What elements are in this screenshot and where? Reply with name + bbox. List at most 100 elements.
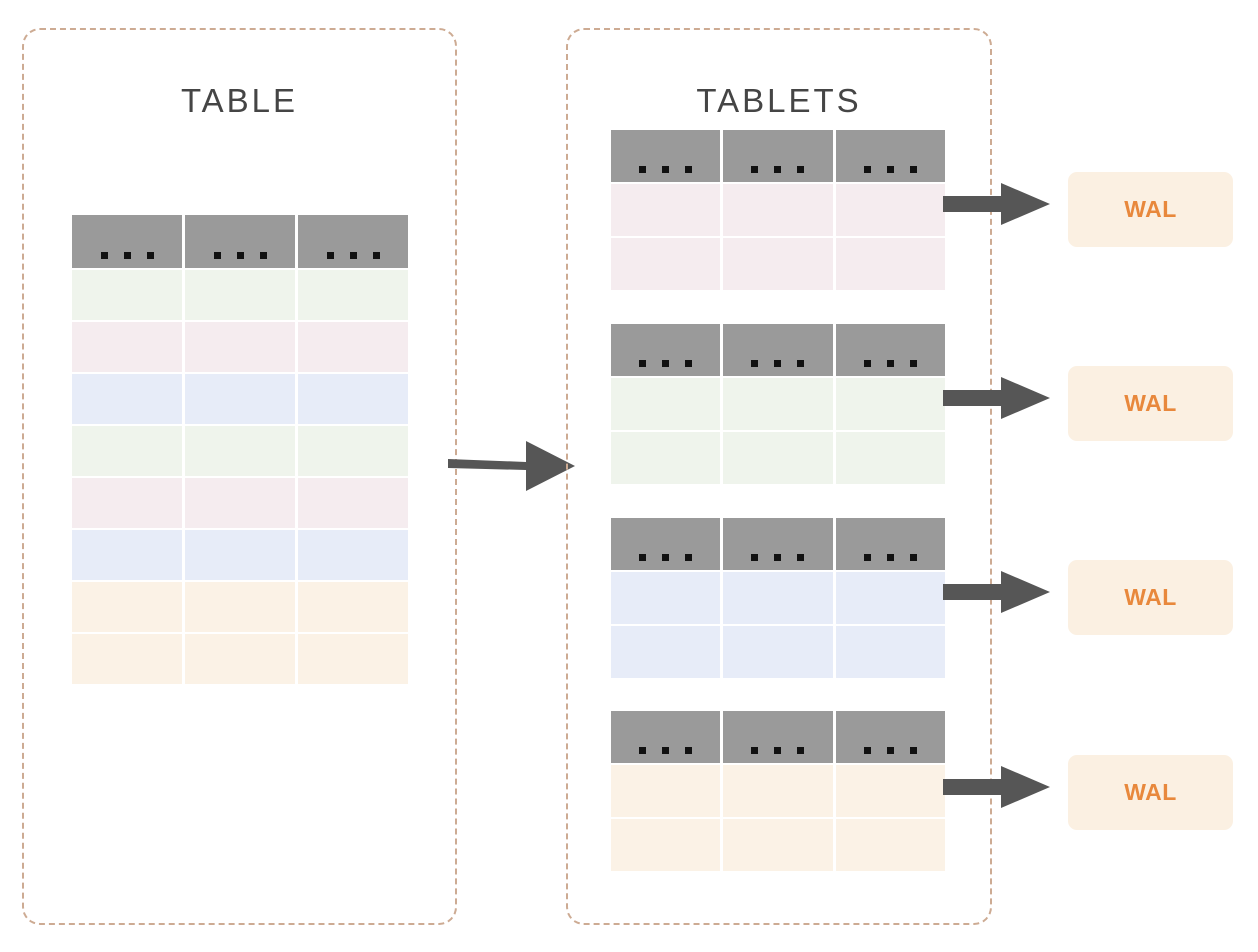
table-cell [611, 432, 721, 484]
tablet-row [611, 819, 945, 871]
table-header-cell [298, 215, 408, 268]
table-cell [723, 378, 833, 430]
table-cell [298, 582, 408, 632]
wal-arrow-4 [943, 765, 1051, 809]
tablet-header-cell [611, 130, 721, 182]
wal-label: WAL [1124, 390, 1177, 416]
table-cell [723, 572, 833, 624]
wal-arrow-3 [943, 570, 1051, 614]
table-panel-title: TABLE [180, 82, 299, 119]
source-table [72, 215, 408, 684]
tablet-row [611, 238, 945, 290]
table-cell [835, 432, 945, 484]
tablet-row [611, 432, 945, 484]
wal-box-4[interactable]: WAL [1068, 755, 1233, 830]
table-cell [72, 478, 182, 528]
tablet-header-row [611, 518, 945, 570]
tablet-row [611, 626, 945, 678]
table-cell [723, 626, 833, 678]
table-row [72, 322, 408, 372]
table-cell [611, 819, 721, 871]
wal-arrow-2 [943, 376, 1051, 420]
ellipsis-icon [611, 166, 720, 173]
wal-box-2[interactable]: WAL [1068, 366, 1233, 441]
table-row [72, 478, 408, 528]
table-cell [835, 378, 945, 430]
ellipsis-icon [611, 554, 720, 561]
split-arrow [448, 437, 576, 495]
tablet-row [611, 184, 945, 236]
table-cell [72, 634, 182, 684]
table-cell [835, 765, 945, 817]
table-cell [185, 322, 295, 372]
table-cell [298, 322, 408, 372]
table-cell [723, 238, 833, 290]
wal-arrow-1 [943, 182, 1051, 226]
table-cell [72, 530, 182, 580]
table-cell [185, 634, 295, 684]
ellipsis-icon [723, 554, 832, 561]
table-cell [185, 478, 295, 528]
table-cell [72, 270, 182, 320]
tablet-header-cell [835, 324, 945, 376]
wal-label: WAL [1124, 779, 1177, 805]
tablet-header-cell [611, 711, 721, 763]
wal-box-3[interactable]: WAL [1068, 560, 1233, 635]
tablet-header-cell [723, 711, 833, 763]
table-cell [72, 322, 182, 372]
tablet-4 [611, 711, 945, 871]
tablet-header-cell [835, 130, 945, 182]
table-cell [835, 572, 945, 624]
tablets-panel: TABLETS [566, 28, 992, 925]
table-cell [611, 626, 721, 678]
ellipsis-icon [723, 360, 832, 367]
wal-label: WAL [1124, 196, 1177, 222]
table-cell [185, 270, 295, 320]
table-cell [835, 819, 945, 871]
tablet-3 [611, 518, 945, 678]
table-header-cell [72, 215, 182, 268]
table-cell [611, 765, 721, 817]
tablets-panel-title: TABLETS [696, 82, 862, 119]
ellipsis-icon [836, 554, 945, 561]
table-cell [611, 238, 721, 290]
tablet-1 [611, 130, 945, 290]
table-panel: TABLE [22, 28, 457, 925]
table-cell [723, 765, 833, 817]
wal-label: WAL [1124, 584, 1177, 610]
table-cell [723, 184, 833, 236]
table-cell [835, 184, 945, 236]
wal-box-1[interactable]: WAL [1068, 172, 1233, 247]
table-cell [611, 378, 721, 430]
tablet-header-cell [723, 130, 833, 182]
table-cell [72, 374, 182, 424]
table-cell [723, 819, 833, 871]
ellipsis-icon [611, 360, 720, 367]
tablet-header-row [611, 711, 945, 763]
ellipsis-icon [72, 252, 182, 259]
table-row [72, 426, 408, 476]
table-row [72, 270, 408, 320]
table-cell [298, 530, 408, 580]
table-cell [611, 184, 721, 236]
tablet-header-row [611, 324, 945, 376]
tablet-header-row [611, 130, 945, 182]
ellipsis-icon [836, 166, 945, 173]
tablet-header-cell [835, 711, 945, 763]
table-cell [72, 582, 182, 632]
table-row [72, 582, 408, 632]
table-row [72, 530, 408, 580]
tablet-2 [611, 324, 945, 484]
ellipsis-icon [836, 747, 945, 754]
table-header-cell [185, 215, 295, 268]
ellipsis-icon [723, 747, 832, 754]
table-cell [835, 626, 945, 678]
table-cell [298, 426, 408, 476]
tablet-header-cell [611, 324, 721, 376]
table-cell [298, 270, 408, 320]
table-cell [298, 374, 408, 424]
table-row [72, 634, 408, 684]
tablet-row [611, 572, 945, 624]
tablet-header-cell [835, 518, 945, 570]
